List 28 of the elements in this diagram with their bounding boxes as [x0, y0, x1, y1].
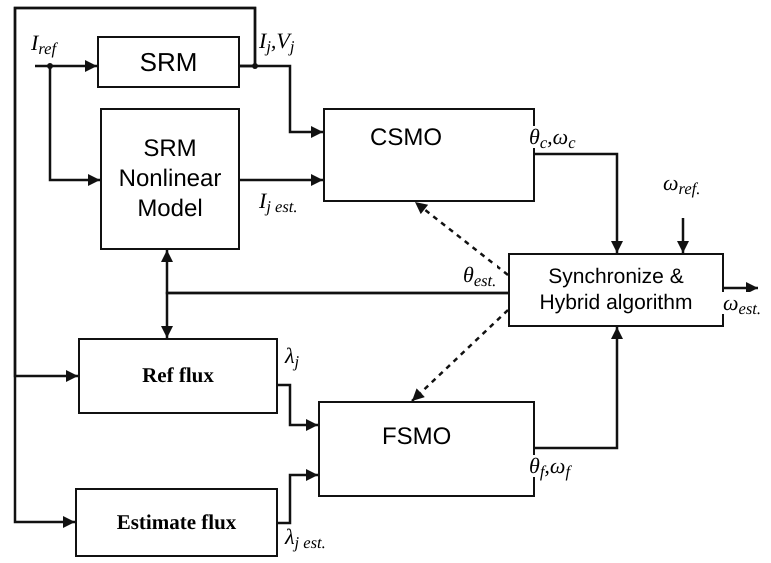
block-label: Estimate flux — [116, 508, 236, 536]
block-box — [97, 36, 240, 88]
arrow — [278, 384, 318, 431]
dashed-arrow — [411, 309, 509, 402]
arrow — [535, 152, 623, 253]
arrow — [278, 469, 318, 524]
block-label: SRM — [140, 46, 198, 78]
arrow — [535, 327, 623, 450]
block-label: FSMO — [382, 422, 452, 452]
arrow — [14, 6, 256, 528]
arrow — [35, 60, 97, 72]
block-box — [100, 108, 240, 250]
arrow — [677, 218, 689, 253]
dashed-arrow — [414, 201, 509, 276]
arrow — [240, 174, 323, 186]
arrow — [48, 66, 100, 186]
signal-label: θ$_{est.}$ — [462, 264, 498, 286]
signal-label: θ$_{c}$,ω$_{c}$ — [528, 126, 577, 148]
block-box — [75, 488, 278, 557]
block-box — [508, 253, 724, 327]
block-label: CSMO — [370, 123, 442, 153]
block-label: SRM Nonlinear Model — [118, 134, 222, 224]
block-label: Ref flux — [142, 362, 214, 390]
arrow — [724, 282, 758, 294]
arrow — [161, 292, 508, 338]
signal-label: ω$_{est.}$ — [722, 292, 762, 314]
block-box — [78, 338, 278, 414]
block-label: Synchronize & Hybrid algorithm — [538, 264, 694, 316]
